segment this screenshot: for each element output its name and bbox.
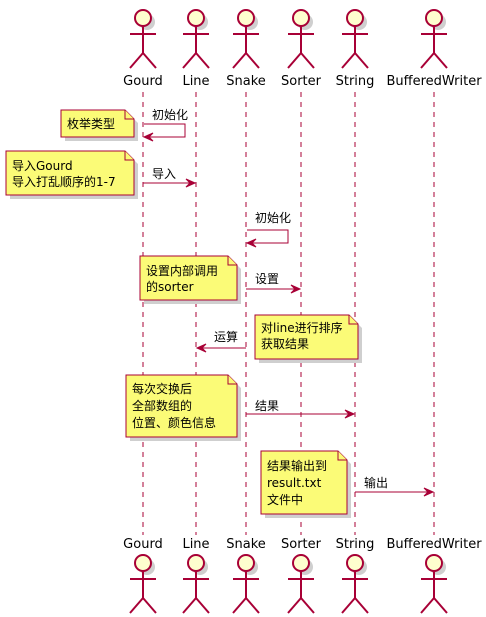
note-line: 获取结果 [261,337,309,351]
arrowhead-snake-init [245,238,257,248]
note-fold [337,451,347,461]
note-fold [124,151,134,161]
message-gourd-init: 初始化 [142,108,188,142]
lifelines [142,92,435,535]
note-body [125,374,238,438]
message-snake-result: 结果 [246,399,356,419]
note-body [254,314,359,360]
note-output-file: 结果输出到 result.txt 文件中 [260,450,351,518]
message-snake-set: 设置 [246,272,302,294]
actor-label-bottom-snake: Snake [226,537,266,552]
bottom-line-actor-icon [182,554,210,614]
note-body [5,150,135,196]
note-line: 文件中 [267,492,303,507]
top-string-actor-icon [341,9,369,69]
top-snake-actor-icon [232,9,260,69]
bottom-gourd-actor-icon [129,554,157,614]
actors-bottom: Gourd Line Snake Sorter String BufferedWriter [123,537,482,614]
message-label-snake-compute: 运算 [214,329,238,344]
actor-label-bottom-line: Line [182,537,209,552]
message-string-output: 输出 [355,475,435,497]
actor-label-bottom-sorter: Sorter [281,537,322,552]
actor-label-bottom-gourd: Gourd [123,537,163,552]
note-line: 对line进行排序 [261,320,343,335]
message-label-string-output: 输出 [364,475,388,490]
bottom-snake-actor-icon [232,554,260,614]
arrowhead-gourd-import [185,178,197,188]
note-body [60,109,135,138]
top-bufferedwriter-actor-icon [420,9,448,69]
note-line: 设置内部调用 [146,263,218,278]
actor-label-top-line: Line [182,74,209,89]
arrowhead-snake-compute [195,343,207,353]
note-line: 导入Gourd [12,159,73,173]
actor-label-top-sorter: Sorter [281,74,322,89]
note-body [139,255,238,301]
note-line: 的sorter [146,279,194,294]
message-line-gourd-init [144,123,186,138]
note-line: 每次交换后 [132,381,192,396]
note-fold [348,315,358,325]
bottom-string-actor-icon [341,554,369,614]
message-gourd-import: 导入 [143,167,197,188]
actor-label-top-bufferedwriter: BufferedWriter [386,74,482,89]
top-gourd-actor-icon [129,9,157,69]
message-label-gourd-import: 导入 [152,167,176,181]
arrowhead-snake-set [290,284,302,294]
bottom-bufferedwriter-actor-icon [420,554,448,614]
actors-top: Gourd Line Snake Sorter String BufferedWriter [123,9,482,89]
top-line-actor-icon [182,9,210,69]
note-line: 结果输出到 [267,458,327,473]
bottom-sorter-actor-icon [287,554,315,614]
message-label-snake-result: 结果 [255,399,279,413]
message-label-gourd-init: 初始化 [152,108,188,122]
top-sorter-actor-icon [287,9,315,69]
arrowhead-gourd-init [142,132,154,142]
note-body [260,450,348,515]
message-snake-init: 初始化 [245,211,291,248]
message-snake-compute: 运算 [195,329,246,353]
actor-label-top-snake: Snake [226,74,266,89]
message-label-snake-set: 设置 [255,272,279,286]
note-fold [124,110,134,120]
note-line: 位置、颜色信息 [132,415,216,430]
note-fold [227,375,237,385]
note-line: result.txt [267,476,322,490]
note-enum-type: 枚举类型 [60,109,138,141]
actor-label-bottom-bufferedwriter: BufferedWriter [386,537,482,552]
note-line: 枚举类型 [67,116,115,131]
note-fold [227,256,237,266]
message-label-snake-init: 初始化 [255,211,291,225]
arrowhead-snake-result [344,409,356,419]
note-line: 全部数组的 [132,398,192,413]
note-line: 导入打乱顺序的1-7 [12,174,116,189]
message-line-snake-init [247,229,289,244]
arrowhead-string-output [423,487,435,497]
actor-label-top-string: String [336,74,375,89]
actor-label-bottom-string: String [336,537,375,552]
actor-label-top-gourd: Gourd [123,74,163,89]
